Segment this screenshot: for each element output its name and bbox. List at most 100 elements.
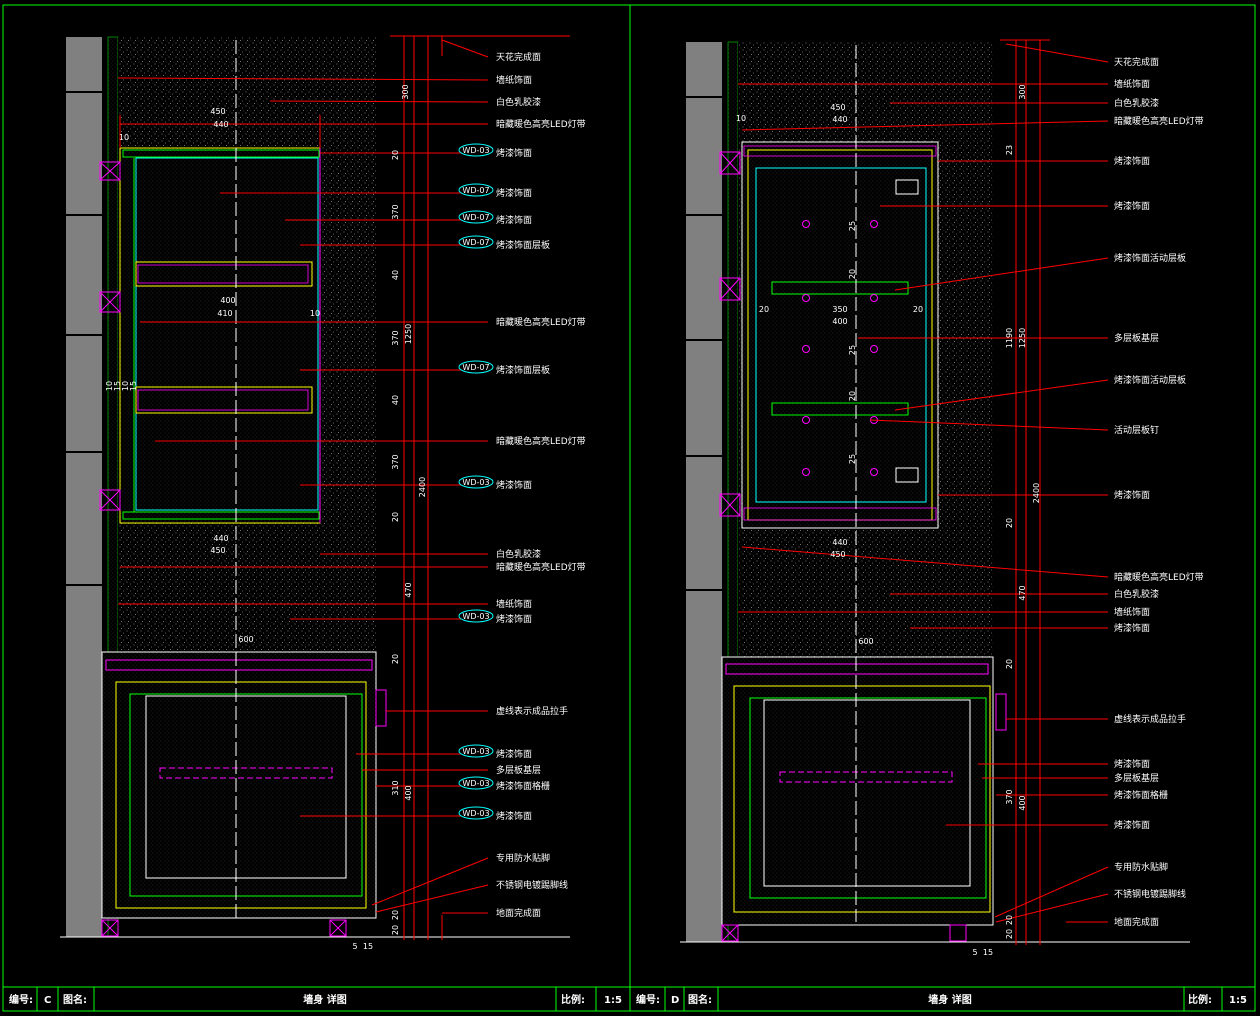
leader-line (894, 379, 1109, 411)
tb-title-c: 墙身 详图 (303, 993, 346, 1006)
dim-side: 15 (113, 381, 122, 391)
leader-line (117, 77, 489, 81)
dim-horizontal: 400 (220, 296, 235, 305)
wall-section (66, 37, 102, 937)
detail-d: 天花完成面墙纸饰面白色乳胶漆暗藏暖色高亮LED灯带烤漆饰面烤漆饰面烤漆饰面活动层… (680, 39, 1204, 957)
dim-vertical: 20 (1005, 915, 1014, 925)
material-label: 不锈钢电镀踢脚线 (496, 879, 568, 891)
dim-vertical: 1250 (404, 324, 413, 344)
material-tag-bubble (458, 143, 494, 157)
material-label: 活动层板钉 (1114, 424, 1159, 436)
leader-line (371, 857, 489, 906)
dim-vertical: 2400 (1032, 483, 1041, 503)
material-label: 墙纸饰面 (1114, 606, 1150, 618)
tb-scale-label-d: 比例: (1188, 993, 1212, 1006)
dim-horizontal: 5 (352, 942, 357, 951)
drawer-handle-dashed (779, 771, 953, 783)
dim-horizontal: 10 (736, 114, 746, 123)
material-label: 烤漆饰面活动层板 (1114, 374, 1186, 386)
dim-vertical: 23 (1005, 145, 1014, 155)
dim-vertical: 20 (391, 512, 400, 522)
material-tag: WD-03 (462, 809, 489, 818)
dim-horizontal: 450 (210, 546, 225, 555)
dim-vertical: 1250 (1018, 328, 1027, 348)
material-label: 烤漆饰面活动层板 (1114, 252, 1186, 264)
dim-horizontal: 450 (830, 550, 845, 559)
material-tag: WD-07 (462, 363, 489, 372)
wall-section (686, 42, 722, 942)
dim-horizontal: 10 (310, 309, 320, 318)
dim-horizontal: 440 (832, 115, 847, 124)
dim-vertical: 400 (1018, 795, 1027, 810)
material-label: 墙纸饰面 (496, 598, 532, 610)
material-label: 烤漆饰面 (496, 613, 532, 625)
leader-line (741, 120, 1109, 131)
material-tag-bubble (458, 609, 494, 623)
dim-vertical: 20 (1005, 518, 1014, 528)
material-label: 白色乳胶漆 (496, 548, 541, 560)
dim-vertical: 370 (1005, 789, 1014, 804)
material-label: 多层板基层 (1114, 772, 1159, 784)
dim-horizontal: 410 (217, 309, 232, 318)
dim-horizontal: 450 (830, 103, 845, 112)
wall-joints (66, 91, 102, 586)
dim-inner: 25 (848, 454, 857, 464)
material-label: 烤漆饰面格栅 (496, 780, 550, 792)
material-tag-bubble (458, 235, 494, 249)
dimension-lines (1000, 39, 1050, 945)
dim-horizontal: 440 (832, 538, 847, 547)
material-label: 多层板基层 (496, 764, 541, 776)
dim-vertical: 20 (391, 150, 400, 160)
tb-title-d: 墙身 详图 (928, 993, 971, 1006)
material-label: 烤漆饰面层板 (496, 239, 550, 251)
dim-horizontal: 600 (858, 637, 873, 646)
dim-horizontal: 600 (238, 635, 253, 644)
material-label: 烤漆饰面层板 (496, 364, 550, 376)
material-label: 墙纸饰面 (1114, 78, 1150, 90)
dim-side: 10 (105, 381, 114, 391)
dimension-lines (119, 35, 570, 940)
dim-vertical: 2400 (418, 477, 427, 497)
dim-vertical: 20 (1005, 929, 1014, 939)
dim-side: 10 (121, 381, 130, 391)
material-tag: WD-03 (462, 146, 489, 155)
material-label: 暗藏暖色高亮LED灯带 (496, 435, 586, 447)
dim-vertical: 20 (391, 654, 400, 664)
dim-vertical: 370 (391, 330, 400, 345)
material-label: 虚线表示成品拉手 (496, 705, 568, 717)
drawing-frame (2, 4, 1256, 1012)
shelf-2 (771, 402, 909, 416)
material-label: 白色乳胶漆 (496, 96, 541, 108)
dim-vertical: 470 (404, 582, 413, 597)
tb-number-label-d: 编号: (636, 993, 660, 1006)
upper-cabinet-inner (135, 157, 319, 511)
material-label: 烤漆饰面 (496, 187, 532, 199)
material-label: 白色乳胶漆 (1114, 588, 1159, 600)
upper-cabinet (741, 141, 939, 529)
material-label: 天花完成面 (1114, 56, 1159, 68)
dim-vertical: 40 (391, 270, 400, 280)
lower-cabinet (721, 656, 994, 926)
dim-horizontal: 400 (832, 317, 847, 326)
dim-vertical: 470 (1018, 585, 1027, 600)
tb-scale-c: 1:5 (604, 995, 622, 1006)
tb-scale-label-c: 比例: (561, 993, 585, 1006)
material-tag-bubble (458, 776, 494, 790)
upper-cabinet (119, 147, 321, 524)
leader-line (1005, 43, 1109, 63)
dim-horizontal: 15 (363, 942, 373, 951)
dim-horizontal: 440 (213, 120, 228, 129)
leader-line (269, 100, 489, 103)
drawer-handle-dashed (159, 767, 333, 779)
material-label: 烤漆饰面 (1114, 819, 1150, 831)
tb-scale-d: 1:5 (1229, 995, 1247, 1006)
material-label: 暗藏暖色高亮LED灯带 (1114, 115, 1204, 127)
material-label: 烤漆饰面 (496, 748, 532, 760)
material-label: 地面完成面 (496, 907, 541, 919)
material-label: 暗藏暖色高亮LED灯带 (496, 561, 586, 573)
material-label: 暗藏暖色高亮LED灯带 (1114, 571, 1204, 583)
material-label: 烤漆饰面 (496, 810, 532, 822)
leader-line (995, 893, 1109, 923)
